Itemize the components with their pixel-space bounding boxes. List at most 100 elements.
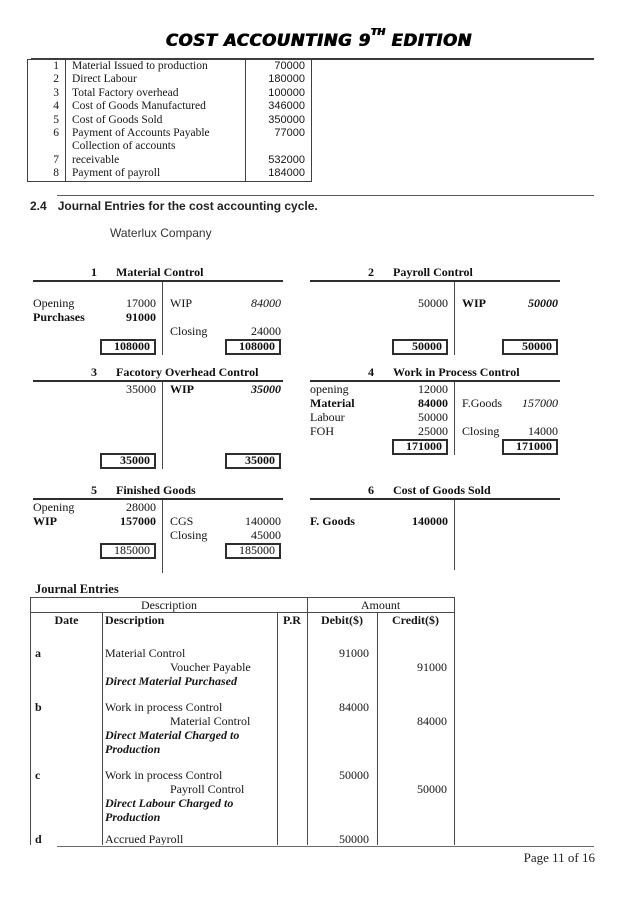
debit-account: Work in process Control	[105, 700, 223, 714]
entry-label: FOH	[310, 424, 335, 438]
total-box: 108000	[100, 339, 156, 355]
t-account-title: Finished Goods	[116, 483, 196, 497]
credit-line: Voucher Payable 91000	[31, 660, 454, 674]
row-amount: 100000	[268, 86, 305, 99]
entry-amount: 25000	[418, 424, 448, 438]
entry-label: WIP	[170, 296, 192, 310]
entry-amount: 91000	[126, 310, 156, 324]
t-account-entry: Purchases 91000	[33, 310, 156, 324]
t-account-total-row: 50000	[310, 338, 448, 355]
entry-label: Purchases	[33, 310, 85, 324]
journal-body: a Material Control 91000 Voucher Payable…	[31, 628, 454, 845]
journal-entries-heading: Journal Entries	[35, 582, 119, 596]
row-number: 1	[53, 60, 59, 72]
t-account-total-row: 185000	[170, 542, 281, 559]
t-account-entry: WIP 50000	[462, 296, 558, 310]
column-header-debit: Debit($)	[321, 613, 363, 627]
entry-amount: 157000	[522, 396, 558, 410]
column-header-credit: Credit($)	[391, 613, 440, 627]
total-box: 171000	[502, 439, 558, 455]
row-number: 5	[53, 113, 59, 126]
entry-amount: 24000	[251, 324, 281, 338]
total-box: 185000	[225, 543, 281, 559]
group-header-amount: Amount	[360, 598, 401, 612]
credit-account: Payroll Control	[170, 782, 245, 796]
debit-account: Material Control	[105, 646, 186, 660]
debit-amount: 50000	[339, 832, 369, 845]
t-account-factory-overhead-control: 3 Facotory Overhead Control 35000 35000 …	[33, 365, 283, 469]
journal-entry-d: d Accrued Payroll 50000	[31, 832, 454, 845]
t-account-total-row: 108000	[33, 338, 156, 355]
title-rule	[31, 58, 594, 60]
t-account-entry: FOH 25000	[310, 424, 448, 438]
entry-label: CGS	[170, 514, 194, 528]
entry-label: WIP	[170, 382, 194, 396]
entry-label: WIP	[33, 514, 57, 528]
entry-memo: Direct Material Purchased	[105, 674, 237, 688]
entry-amount: 140000	[412, 514, 448, 528]
debit-line: d Accrued Payroll 50000	[31, 832, 454, 845]
column-header-description: Description	[105, 613, 165, 627]
row-description: receivable	[65, 153, 246, 168]
debit-line: b Work in process Control 84000	[31, 700, 454, 714]
credit-amount: 91000	[417, 660, 447, 674]
entry-amount: 157000	[120, 514, 156, 528]
credit-amount: 84000	[417, 714, 447, 728]
t-account-title: Cost of Goods Sold	[393, 483, 491, 497]
entry-amount: 50000	[418, 410, 448, 424]
entry-label: WIP	[462, 296, 486, 310]
entry-label: Closing	[170, 324, 208, 338]
entry-label: Opening	[33, 500, 75, 514]
journal-entry-a: a Material Control 91000 Voucher Payable…	[31, 646, 454, 688]
t-account-number: 1	[91, 265, 97, 279]
credit-line: Payroll Control 50000	[31, 782, 454, 796]
debit-account: Accrued Payroll	[105, 832, 184, 845]
row-number: 2	[53, 73, 59, 86]
row-number	[28, 140, 65, 153]
t-account-title: Material Control	[116, 265, 204, 279]
row-amount: 350000	[268, 113, 305, 126]
debit-account: Work in process Control	[105, 768, 223, 782]
entry-label: Opening	[33, 296, 75, 310]
title-text: COST ACCOUNTING 9	[165, 31, 371, 50]
t-account-header: 6 Cost of Goods Sold	[310, 483, 560, 500]
t-account-title: Facotory Overhead Control	[116, 365, 259, 379]
credit-line: Material Control 84000	[31, 714, 454, 728]
entry-amount: 50000	[528, 296, 558, 310]
entry-amount: 12000	[418, 382, 448, 396]
column-header-date: Date	[54, 613, 79, 627]
t-account-total-row: 171000	[462, 438, 558, 455]
debit-line: c Work in process Control 50000	[31, 768, 454, 782]
t-account-header: 4 Work in Process Control	[310, 365, 560, 382]
entry-amount: 50000	[418, 296, 448, 310]
t-account-header: 1 Material Control	[33, 265, 283, 282]
row-description: Collection of accounts	[65, 140, 246, 154]
t-account-number: 6	[368, 483, 374, 497]
total-box: 108000	[225, 339, 281, 355]
t-account-number: 5	[91, 483, 97, 497]
group-header-description: Description	[141, 598, 197, 612]
t-account-credit-side: WIP 50000 50000	[455, 282, 560, 355]
entry-label: Material	[310, 396, 355, 410]
column-divider	[102, 613, 103, 845]
row-description: Payment of payroll	[65, 167, 246, 181]
t-account-debit-side: 35000 35000	[33, 382, 163, 469]
title-superscript: TH	[370, 26, 386, 38]
row-number: 3	[53, 86, 59, 99]
entry-label: Closing	[462, 424, 500, 438]
total-box: 50000	[502, 339, 558, 355]
row-amount: 532000	[268, 153, 305, 166]
t-account-entry: 50000	[310, 296, 448, 310]
